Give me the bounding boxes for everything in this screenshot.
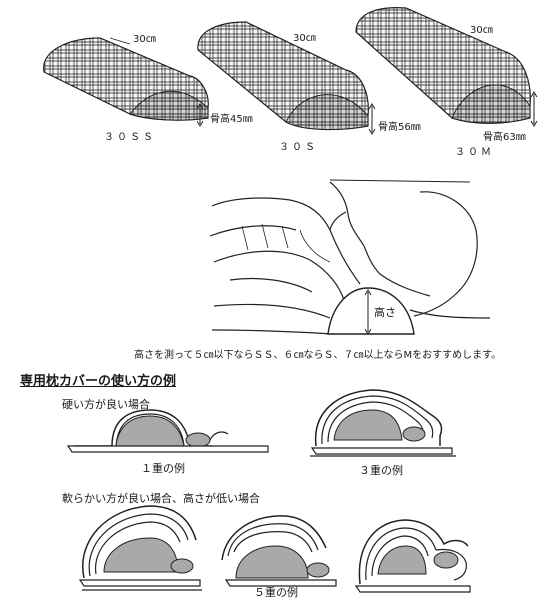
cover-section-title: 専用枕カバーの使い方の例 [20, 374, 177, 389]
hard-case-label: 硬い方が良い場合 [62, 398, 150, 411]
five-layer-caption: ５重の例 [254, 586, 298, 599]
soft-case-label: 軟らかい方が良い場合、高さが低い場合 [62, 492, 260, 505]
pillow-30m-height: 骨高63㎜ [483, 132, 526, 143]
cover-example-triple [310, 389, 456, 457]
pillow-30ss [43, 37, 209, 127]
cover-example-five-b [221, 515, 337, 587]
pillow-30ss-height: 骨高45㎜ [210, 114, 253, 125]
neck-height-label: 高さ [374, 306, 396, 319]
cover-example-five-a [78, 505, 202, 591]
pillow-30m-length: 30㎝ [470, 25, 493, 36]
pillow-30s-height: 骨高56㎜ [378, 122, 421, 133]
pillow-30m [355, 7, 538, 127]
triple-layer-caption: ３重の例 [359, 464, 403, 477]
person-illustration [209, 179, 491, 335]
pillow-30s [197, 21, 376, 135]
pillow-30s-model: ３０Ｓ [279, 142, 318, 153]
cover-example-five-c [354, 519, 471, 593]
pillow-30s-length: 30㎝ [293, 33, 316, 44]
single-layer-caption: １重の例 [141, 462, 185, 475]
pillow-30m-model: ３０Ｍ [455, 147, 494, 158]
neck-pillow-shape [327, 287, 415, 335]
pillow-30ss-length: 30㎝ [133, 34, 156, 45]
cover-example-single [66, 409, 269, 453]
measurement-caption: 高さを測って５㎝以下ならＳＳ、６㎝ならＳ、７㎝以上ならMをおすすめします。 [134, 350, 502, 361]
pillow-30ss-model: ３０ＳＳ [104, 132, 156, 143]
